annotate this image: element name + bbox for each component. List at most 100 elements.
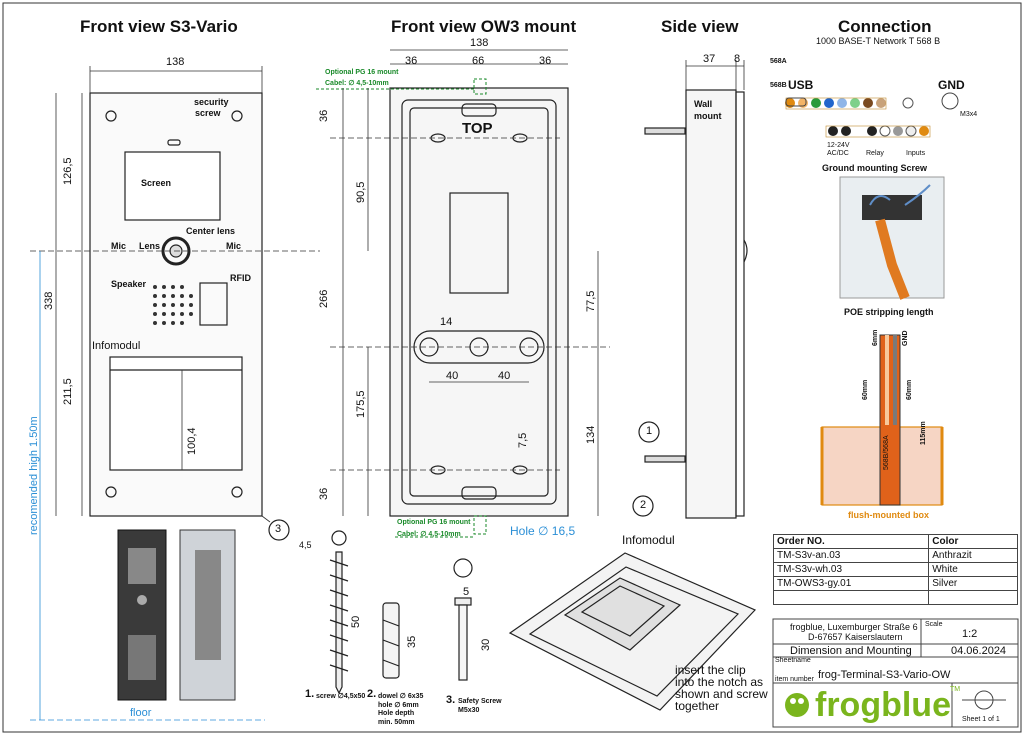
conn-power: 12-24V (827, 142, 850, 149)
table-row: TM-S3v-an.03 Anthrazit (772, 548, 1018, 563)
dim-s3-info: 100,4 (186, 427, 198, 455)
dim-side-d2: 8 (734, 53, 741, 65)
order-no: TM-OWS3-gy.01 (772, 576, 930, 591)
speaker-grid (153, 285, 193, 325)
dim-ow3-width: 138 (470, 37, 489, 49)
order-header-color: Color (928, 534, 1018, 549)
tb-sheetname-label: Sheetname (775, 657, 811, 664)
side-view (268, 89, 748, 541)
hw-d5: 5 (463, 586, 470, 598)
title-front-ow3: Front view OW3 mount (391, 17, 577, 36)
dim-ow3-v1: 36 (318, 109, 330, 122)
dim-s3-h3: 211,5 (62, 378, 74, 405)
label-speaker: Speaker (111, 279, 147, 289)
conn-acdc: AC/DC (827, 150, 849, 157)
conn-flush: flush-mounted box (848, 510, 929, 520)
dim-ow3-r1: 77,5 (585, 290, 597, 312)
callout-2: 2 (640, 499, 647, 511)
label-wall: Wall (694, 99, 713, 109)
callout-1: 1 (646, 425, 653, 437)
pg-top-line1: Optional PG 16 mount (325, 69, 399, 76)
hardware (329, 530, 473, 695)
hw-dowel: dowel ∅ 6x35 (378, 693, 424, 700)
hw-dowel-num: 2. (367, 688, 377, 700)
label-floor: floor (130, 707, 152, 719)
label-mount: mount (694, 111, 722, 121)
label-recommended-height: recomended high 1.50m (28, 416, 40, 535)
dim-ow3-v3: 266 (318, 289, 330, 308)
conn-cable-label: 568B/568A (883, 435, 890, 470)
iso-clip3: shown and screw (675, 687, 768, 701)
poe-diagram (820, 334, 944, 506)
conn-gnd2: GND (902, 330, 909, 346)
dim-s3-width: 138 (166, 56, 185, 68)
order-color: Silver (928, 576, 1018, 591)
pg-bot-line1: Optional PG 16 mount (397, 519, 471, 526)
tb-address1: frogblue, Luxemburger Straße 6 (790, 622, 918, 632)
order-header-no: Order NO. (772, 534, 930, 549)
tb-item: frog-Terminal-S3-Vario-OW (818, 669, 951, 681)
table-row: TM-S3v-wh.03 White (772, 562, 1018, 577)
hw-dowel-l3: Hole depth (378, 710, 415, 717)
order-no: TM-S3v-wh.03 (772, 562, 930, 577)
conn-ground-screw: Ground mounting Screw (822, 163, 927, 173)
hw-d35: 35 (406, 635, 418, 648)
frog-logo (785, 693, 809, 717)
order-header: Order NO. Color (772, 534, 1018, 549)
tb-sheetname: Dimension and Mounting (790, 645, 912, 657)
label-center-lens: Center lens (186, 226, 236, 236)
tb-sheet: Sheet 1 of 1 (962, 716, 1000, 723)
conn-568a: 568A (770, 58, 787, 65)
ow3-frame (389, 87, 569, 517)
conn-gnd: GND (938, 78, 965, 92)
hw-safety-num: 3. (446, 694, 456, 706)
label-mic-right: Mic (226, 241, 242, 251)
tb-item-label: item number (775, 676, 814, 683)
conn-60a: 60mm (862, 379, 869, 400)
label-hole: Hole ∅ 16,5 (510, 524, 576, 538)
conn-usb: USB (788, 78, 814, 92)
callout-3: 3 (275, 523, 282, 535)
hw-d30: 30 (480, 638, 492, 651)
order-color: Anthrazit (928, 548, 1018, 563)
hw-dowel-l4: min. 50mm (378, 719, 415, 726)
dim-ow3-v4: 175,5 (355, 390, 367, 418)
tb-tm: TM (950, 686, 961, 693)
table-row: TM-OWS3-gy.01 Silver (772, 576, 1018, 591)
iso-clip1: insert the clip (675, 663, 746, 677)
label-mic-left: Mic (111, 241, 127, 251)
dim-ow3-h2: 40 (498, 370, 511, 382)
conn-568b: 568B (770, 82, 787, 89)
hw-d45: 4,5 (299, 540, 312, 550)
dim-s3-h2: 338 (43, 291, 55, 310)
iso-clip4: together (675, 699, 720, 713)
label-infomodul: Infomodul (92, 340, 141, 352)
dim-ow3-v5: 36 (318, 487, 330, 500)
hw-screw-num: 1. (305, 688, 315, 700)
label-screw: screw (195, 108, 221, 118)
conn-relay: Relay (866, 150, 884, 157)
pg-top-line2: Cabel: ∅ 4,5-10mm (325, 80, 389, 87)
order-no: TM-S3v-an.03 (772, 548, 930, 563)
connection-pins (785, 92, 959, 138)
dim-ow3-w1: 36 (405, 55, 418, 67)
dim-side-d1: 37 (703, 53, 716, 65)
dim-s3-h1: 126,5 (62, 157, 74, 185)
label-lens: Lens (139, 241, 161, 251)
label-screen: Screen (141, 178, 172, 188)
title-front-s3: Front view S3-Vario (80, 17, 238, 36)
tb-date: 04.06.2024 (951, 645, 1007, 657)
conn-6mm: 6mm (872, 329, 879, 346)
dim-ow3-v2: 90,5 (355, 181, 367, 203)
conn-115: 115mm (920, 421, 927, 445)
label-rfid: RFID (230, 273, 251, 283)
iso-frame (508, 552, 757, 711)
s3-front-panel (89, 92, 263, 517)
hw-safety-l2: M5x30 (458, 707, 480, 714)
order-table: Order NO. Color TM-S3v-an.03 Anthrazit T… (772, 534, 1018, 605)
s3-device-photos (117, 529, 236, 701)
ground-photo (839, 176, 945, 300)
order-color: White (928, 562, 1018, 577)
label-security: security (194, 97, 229, 107)
